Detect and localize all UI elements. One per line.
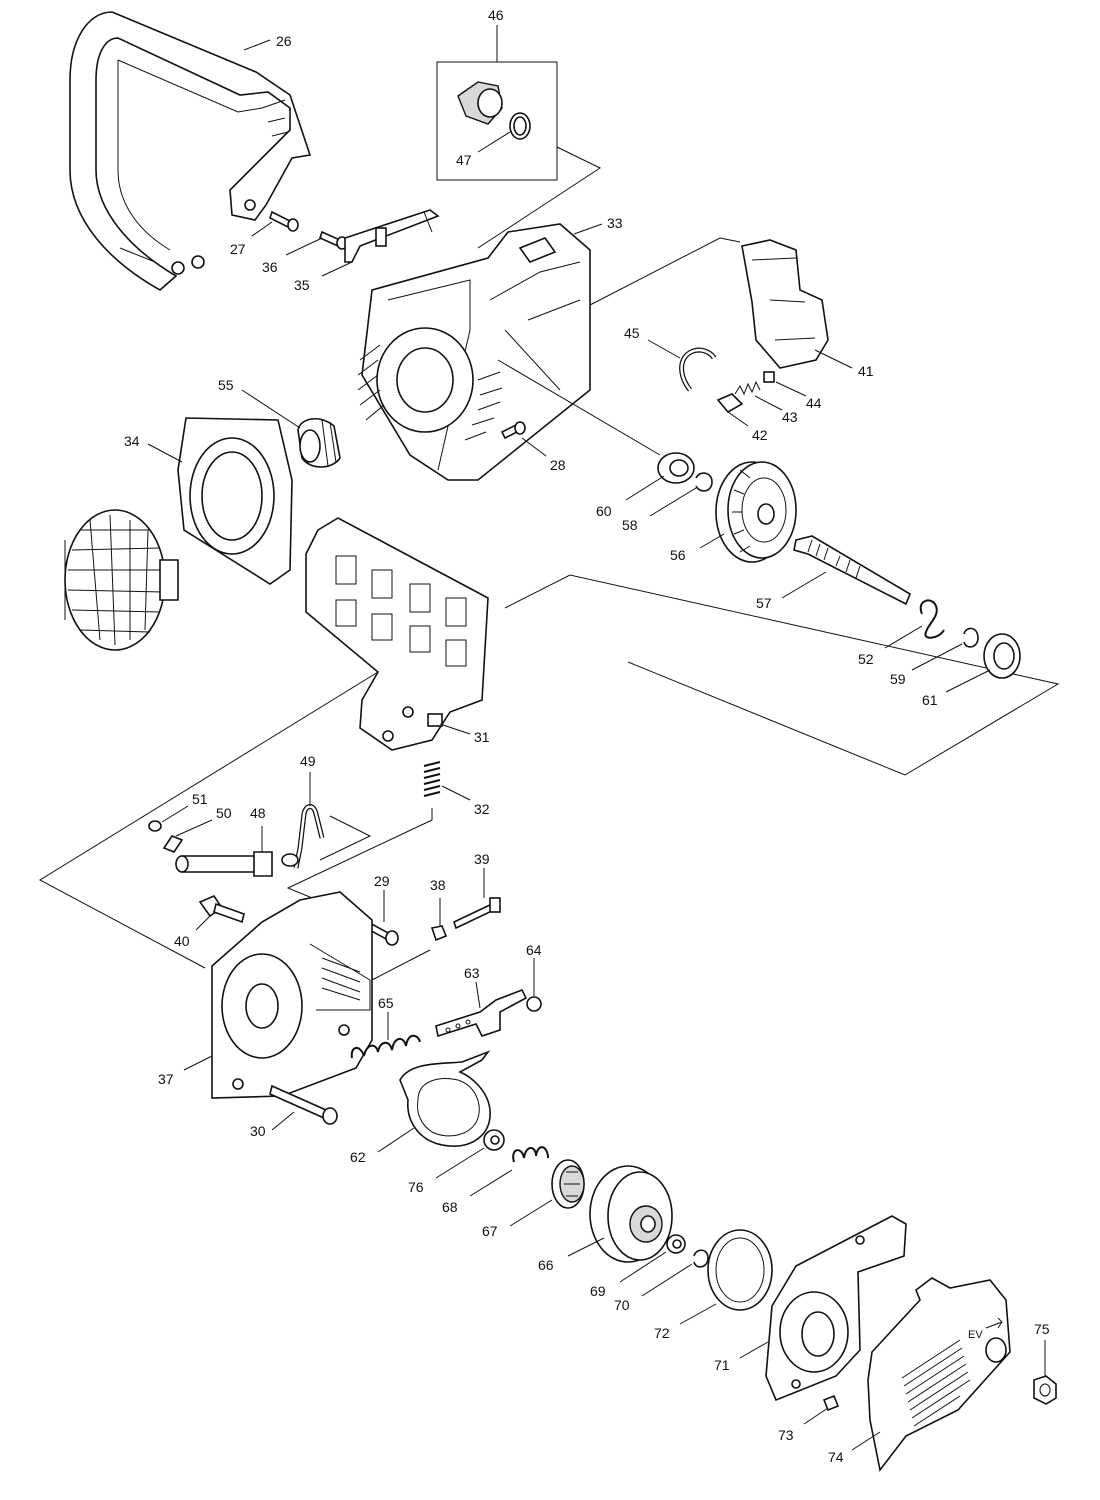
part-48-pin [175, 851, 273, 877]
part-37-side-plate [211, 891, 373, 1099]
label-39: 39 [474, 851, 490, 867]
part-27-screw [269, 210, 299, 232]
part-28-screw [500, 421, 526, 440]
part-30-bolt [269, 1084, 338, 1125]
label-46: 46 [488, 7, 504, 23]
label-65: 65 [378, 995, 394, 1011]
label-60: 60 [596, 503, 612, 519]
part-32-spring [423, 761, 441, 797]
part-62-brake-band [399, 1050, 491, 1147]
part-35-bracket [344, 209, 440, 263]
part-73-screw [822, 1394, 840, 1412]
part-59-ring [963, 627, 979, 648]
label-62: 62 [350, 1149, 366, 1165]
label-73: 73 [778, 1427, 794, 1443]
label-67: 67 [482, 1223, 498, 1239]
part-57-shaft [793, 535, 911, 606]
label-68: 68 [442, 1199, 458, 1215]
part-71-guide-plate [765, 1215, 907, 1402]
part-76-washer [483, 1129, 505, 1151]
label-59: 59 [890, 671, 906, 687]
label-36: 36 [262, 259, 278, 275]
label-76: 76 [408, 1179, 424, 1195]
armature-partial [64, 509, 179, 651]
part-75-nut [1033, 1375, 1057, 1405]
part-56-gear [715, 461, 797, 563]
label-52: 52 [858, 651, 874, 667]
label-51: 51 [192, 791, 208, 807]
part-50-clip [162, 835, 184, 853]
part-49-rod [281, 804, 325, 869]
part-39-bolt [453, 897, 501, 930]
part-41-cover [741, 239, 829, 369]
label-64: 64 [526, 942, 542, 958]
part-63-link [435, 988, 528, 1038]
label-71: 71 [714, 1357, 730, 1373]
label-66: 66 [538, 1257, 554, 1273]
part-55-cap [297, 418, 341, 468]
label-43: 43 [782, 409, 798, 425]
part-64-nut [526, 996, 542, 1012]
part-70-ring [693, 1249, 709, 1268]
label-70: 70 [614, 1297, 630, 1313]
label-29: 29 [374, 873, 390, 889]
part-60-bearing [657, 452, 695, 484]
part-74-sprocket-cover: EV [867, 1277, 1011, 1472]
part-26-handle [69, 11, 312, 291]
part-43-spring [734, 380, 761, 396]
label-58: 58 [622, 517, 638, 533]
label-32: 32 [474, 801, 490, 817]
label-34: 34 [124, 433, 140, 449]
part-36-screw [319, 230, 348, 250]
label-57: 57 [756, 595, 772, 611]
part-44-valve [763, 371, 775, 383]
label-50: 50 [216, 805, 232, 821]
part-31-plate [305, 517, 489, 751]
label-55: 55 [218, 377, 234, 393]
label-49: 49 [300, 753, 316, 769]
part-46-47-inset [436, 61, 558, 181]
part-72-ring [707, 1229, 773, 1311]
label-35: 35 [294, 277, 310, 293]
label-44: 44 [806, 395, 822, 411]
part-52-spring [919, 599, 945, 639]
part-38-nut [430, 925, 448, 942]
part-65-spring [350, 1034, 421, 1059]
label-37: 37 [158, 1071, 174, 1087]
part-67-clutch [551, 1159, 585, 1209]
label-45: 45 [624, 325, 640, 341]
label-72: 72 [654, 1325, 670, 1341]
part-51-screw [148, 820, 162, 832]
part-61-bearing [983, 633, 1021, 679]
label-40: 40 [174, 933, 190, 949]
label-31: 31 [474, 729, 490, 745]
label-69: 69 [590, 1283, 606, 1299]
label-63: 63 [464, 965, 480, 981]
label-41: 41 [858, 363, 874, 379]
label-42: 42 [752, 427, 768, 443]
part-58-ring [695, 472, 713, 492]
label-48: 48 [250, 805, 266, 821]
label-61: 61 [922, 692, 938, 708]
label-26: 26 [276, 33, 292, 49]
part-34-baffle-plate [177, 417, 293, 585]
part-33-gear-housing [357, 223, 591, 481]
part-68-spring [512, 1146, 549, 1163]
label-28: 28 [550, 457, 566, 473]
label-47: 47 [456, 152, 472, 168]
part-69-washer [666, 1234, 686, 1254]
label-75: 75 [1034, 1321, 1050, 1337]
label-33: 33 [607, 215, 623, 231]
label-27: 27 [230, 241, 246, 257]
label-38: 38 [430, 877, 446, 893]
label-74: 74 [828, 1449, 844, 1465]
part-42-elbow [716, 393, 744, 414]
part-66-clutch-drum [589, 1165, 673, 1263]
part-45-hose [679, 347, 717, 392]
label-30: 30 [250, 1123, 266, 1139]
part-40-bolt [198, 895, 245, 924]
cover-mark: EV [968, 1329, 983, 1341]
label-56: 56 [670, 547, 686, 563]
